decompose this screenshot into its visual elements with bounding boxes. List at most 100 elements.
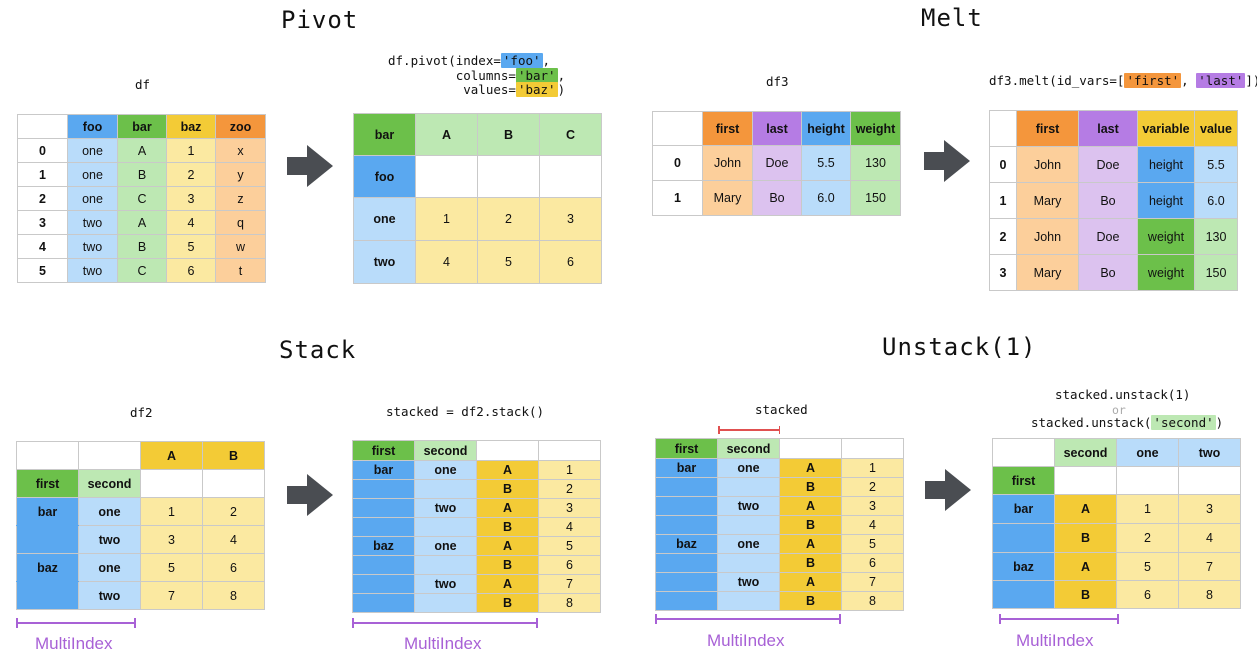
table-cell: 3	[140, 525, 203, 554]
table-cell: 130	[850, 145, 901, 181]
table-cell: 5	[140, 553, 203, 582]
stack-code: stacked = df2.stack()	[386, 404, 545, 419]
melt-code: df3.melt(id_vars=['first', 'last'])	[989, 73, 1257, 88]
pivot-col: A	[415, 113, 478, 156]
table-cell	[352, 517, 415, 537]
table-cell: Bo	[1078, 254, 1138, 291]
table-cell: 5	[477, 240, 540, 284]
table-cell	[352, 574, 415, 594]
table-cell: z	[215, 186, 266, 211]
table-cell: 1	[841, 458, 904, 478]
table-cell: 7	[140, 581, 203, 610]
multiindex-bracket	[999, 614, 1119, 624]
df3-col-first: first	[702, 111, 753, 146]
table-cell: 0	[652, 145, 703, 181]
table-cell: B	[476, 555, 539, 575]
table-cell: Doe	[1078, 146, 1138, 183]
table-cell: A	[476, 574, 539, 594]
melted-col-last: last	[1078, 110, 1138, 147]
table-cell: 4	[202, 525, 265, 554]
arrow-right-icon	[287, 474, 333, 516]
table-cell: C	[117, 186, 167, 211]
table-cell: 7	[841, 572, 904, 592]
melted-col-first: first	[1016, 110, 1079, 147]
table-cell: Bo	[752, 180, 802, 216]
df3-col-height: height	[801, 111, 851, 146]
table-cell	[655, 496, 718, 516]
table-cell: 6	[1116, 580, 1179, 609]
table-cell: A	[779, 496, 842, 516]
arrow-right-icon	[925, 469, 971, 511]
table-cell: 4	[1178, 523, 1241, 553]
table-cell	[717, 591, 780, 611]
table-cell: 5	[538, 536, 601, 556]
multiindex-bracket	[16, 618, 136, 628]
table-cell: 3	[989, 254, 1017, 291]
table-cell: q	[215, 210, 266, 235]
table-cell: one	[78, 497, 141, 526]
table-cell: 6	[166, 258, 216, 283]
melted-col-variable: variable	[1137, 110, 1195, 147]
table-cell: one	[414, 460, 477, 480]
stacked-index-second: second	[717, 438, 780, 459]
table-cell: 150	[1194, 254, 1238, 291]
table-cell: 5	[17, 258, 68, 283]
table-cell: A	[117, 210, 167, 235]
df2-index-second: second	[78, 469, 141, 498]
table-cell: A	[1054, 552, 1117, 581]
table-cell: Doe	[752, 145, 802, 181]
table-cell	[717, 477, 780, 497]
table-cell: 1	[140, 497, 203, 526]
df2-col-b: B	[202, 441, 265, 470]
table-cell: B	[779, 591, 842, 611]
table-cell: 6	[202, 553, 265, 582]
table-cell: one	[67, 138, 118, 163]
table-cell: one	[353, 197, 416, 241]
table-cell: 4	[538, 517, 601, 537]
table-cell: 3	[841, 496, 904, 516]
multiindex-label: MultiIndex	[35, 634, 113, 653]
df3-col-last: last	[752, 111, 802, 146]
stacked-label: stacked	[755, 402, 808, 417]
table-cell: 6	[539, 240, 602, 284]
table-cell: one	[414, 536, 477, 556]
table-cell: Mary	[1016, 182, 1079, 219]
table-cell: two	[78, 525, 141, 554]
table-cell: height	[1137, 146, 1195, 183]
table-cell: t	[215, 258, 266, 283]
table-cell: B	[779, 515, 842, 535]
table-cell: 2	[17, 186, 68, 211]
table-cell	[655, 572, 718, 592]
multiindex-label: MultiIndex	[1016, 631, 1094, 650]
table-cell: baz	[992, 552, 1055, 581]
table-cell: 4	[166, 210, 216, 235]
table-cell: A	[779, 458, 842, 478]
table-cell: B	[476, 479, 539, 499]
table-cell: 1	[538, 460, 601, 480]
pivot-col: B	[477, 113, 540, 156]
table-cell: 7	[538, 574, 601, 594]
pivot-table: bar A B C foo one 1 2 3 two 4 5 6	[353, 113, 602, 284]
table-cell: 4	[17, 234, 68, 259]
table-cell: 1	[17, 162, 68, 187]
table-cell: 1	[415, 197, 478, 241]
table-cell: two	[414, 498, 477, 518]
df-label: df	[135, 77, 151, 92]
pivot-title: Pivot	[281, 6, 359, 34]
table-cell: 4	[841, 515, 904, 535]
unstack-code-2: stacked.unstack('second')	[1031, 415, 1224, 430]
table-cell: A	[476, 498, 539, 518]
table-cell: C	[117, 258, 167, 283]
table-cell: A	[476, 536, 539, 556]
stacked-index-first: first	[352, 440, 415, 461]
table-cell: two	[353, 240, 416, 284]
table-cell: weight	[1137, 254, 1195, 291]
table-cell: 6	[538, 555, 601, 575]
table-cell: John	[1016, 146, 1079, 183]
table-cell: 8	[538, 593, 601, 613]
table-cell: B	[117, 162, 167, 187]
table-cell: 2	[841, 477, 904, 497]
